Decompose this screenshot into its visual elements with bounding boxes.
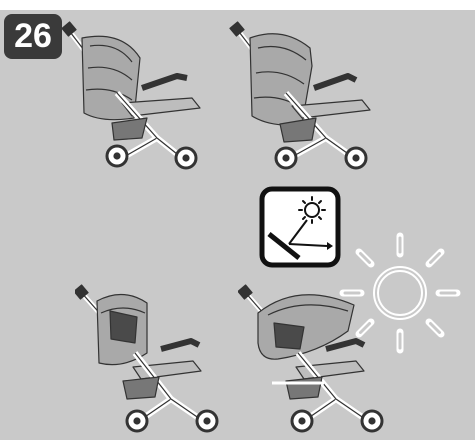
stroller-illustration-bottom-right <box>238 283 398 435</box>
stroller-illustration-top-left <box>62 18 227 173</box>
uv-protection-icon <box>259 186 341 268</box>
stroller-illustration-top-right <box>228 18 398 173</box>
stroller-illustration-bottom-left <box>75 283 225 435</box>
step-number-badge: 26 <box>4 14 62 59</box>
